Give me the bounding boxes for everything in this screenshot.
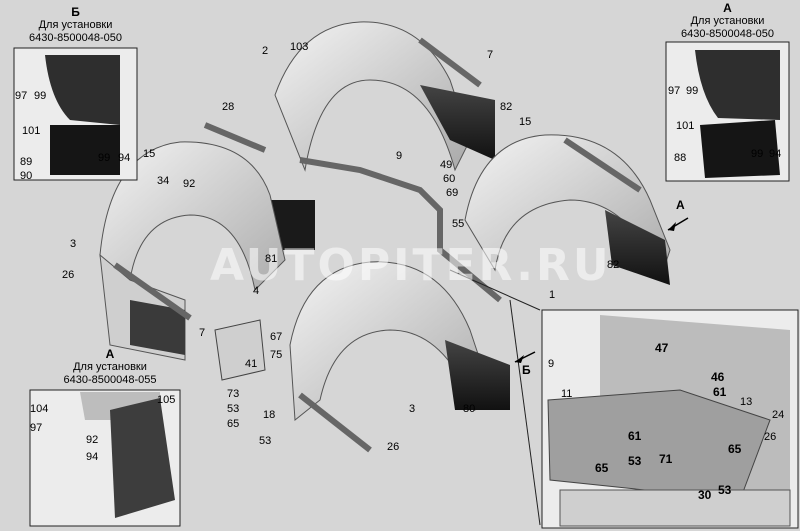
- callout: 11: [561, 388, 573, 400]
- callout: 94: [769, 148, 782, 160]
- callout: 97: [668, 85, 681, 97]
- callout: 34: [157, 175, 170, 187]
- inset-bottom-left-caption: А Для установки 6430-8500048-055: [63, 347, 157, 387]
- callout: 81: [265, 253, 278, 265]
- callout: 69: [446, 187, 459, 199]
- callout: 9: [548, 358, 555, 370]
- callout: 101: [676, 120, 695, 132]
- fender-lower: [289, 261, 510, 421]
- callout: 13: [740, 396, 753, 408]
- view-arrow-b-label: Б: [522, 363, 531, 377]
- callout: 92: [86, 434, 99, 446]
- callout: 99: [686, 85, 699, 97]
- inset-top-right-caption: А Для установки 6430-8500048-050: [681, 1, 774, 41]
- callout: 49: [440, 159, 453, 171]
- callout: 104: [30, 403, 49, 415]
- callout: 55: [452, 218, 465, 230]
- callout: 30: [698, 488, 712, 502]
- callout: 28: [222, 101, 235, 113]
- callout: 75: [270, 349, 283, 361]
- callout: 65: [595, 461, 609, 475]
- callout: 94: [118, 152, 131, 164]
- callout: 47: [655, 341, 669, 355]
- view-arrow-a-label: А: [676, 198, 685, 212]
- crossbar-pipe: [299, 157, 502, 303]
- callout: 26: [764, 431, 777, 443]
- callout: 61: [713, 385, 727, 399]
- callout: 26: [62, 269, 75, 281]
- callout: 82: [607, 259, 620, 271]
- callout: 3: [409, 403, 416, 415]
- callout: 53: [259, 435, 272, 447]
- callout: 67: [270, 331, 283, 343]
- callout: 94: [86, 451, 99, 463]
- callout: 97: [15, 90, 28, 102]
- callout: 24: [772, 409, 785, 421]
- callout: 89: [20, 156, 33, 168]
- callout: 65: [227, 418, 240, 430]
- callout: 46: [711, 370, 725, 384]
- callout: 61: [628, 429, 642, 443]
- callout: 92: [183, 178, 196, 190]
- callout: 18: [263, 409, 276, 421]
- callout: 88: [674, 152, 687, 164]
- callout: 7: [199, 327, 206, 339]
- callout: 53: [718, 483, 732, 497]
- callout: 99: [98, 152, 111, 164]
- callout: 53: [227, 403, 240, 415]
- fender-left: [99, 141, 286, 361]
- callout: 26: [387, 441, 400, 453]
- callout: 101: [22, 125, 41, 137]
- callout: 71: [659, 452, 673, 466]
- callout: 99: [751, 148, 764, 160]
- callout: 9: [396, 150, 403, 162]
- callout: 7: [487, 49, 494, 61]
- callout: 15: [143, 148, 156, 160]
- callout: 3: [70, 238, 77, 250]
- callout: 82: [500, 101, 513, 113]
- callout: 73: [227, 388, 240, 400]
- callout: 53: [628, 454, 642, 468]
- callout: 60: [443, 173, 456, 185]
- callout: 105: [157, 394, 176, 406]
- callout: 103: [290, 41, 309, 53]
- watermark: AUTOPITER.RU: [210, 240, 612, 291]
- callout: 80: [463, 403, 476, 415]
- fender-upper: [255, 21, 495, 250]
- callout: 4: [253, 285, 260, 297]
- callout: 15: [519, 116, 532, 128]
- callout: 1: [549, 289, 556, 301]
- callout: 90: [20, 170, 33, 182]
- callout: 65: [728, 442, 742, 456]
- callout: 97: [30, 422, 43, 434]
- callout: 41: [245, 358, 258, 370]
- fender-right: [464, 134, 671, 285]
- inset-top-left-caption: Б Для установки 6430-8500048-050: [29, 5, 122, 45]
- callout: 2: [262, 45, 269, 57]
- callout: 99: [34, 90, 47, 102]
